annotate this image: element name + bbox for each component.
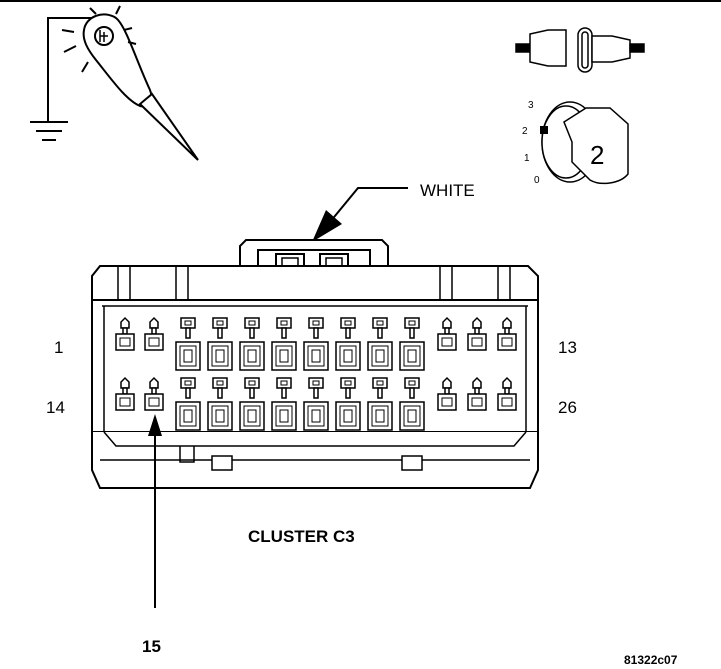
pin-21	[335, 377, 361, 431]
pin-label-14: 14	[46, 398, 65, 417]
pin-label-13: 13	[558, 338, 577, 357]
test-light-icon	[61, 5, 199, 161]
callout-pin-15: 15	[142, 637, 161, 656]
pin-10	[399, 317, 425, 371]
figure-code: 81322c07	[624, 653, 678, 667]
connector-title: CLUSTER C3	[248, 527, 355, 546]
pin-25	[467, 376, 487, 411]
pin-3	[175, 317, 201, 371]
pin-7	[303, 317, 329, 371]
connector-pins	[115, 316, 517, 431]
pin-15	[144, 376, 164, 411]
fuse-icon	[515, 27, 645, 73]
pin-4	[207, 317, 233, 371]
pin-16	[175, 377, 201, 431]
ignition-position-3: 3	[528, 100, 534, 111]
pin-26	[497, 376, 517, 411]
pin-label-26: 26	[558, 398, 577, 417]
pin-8	[335, 317, 361, 371]
pin-6	[271, 317, 297, 371]
pin-22	[367, 377, 393, 431]
color-callout: WHITE	[312, 181, 475, 242]
pin-23	[399, 377, 425, 431]
pin-11	[437, 316, 457, 351]
pin-19	[271, 377, 297, 431]
pin-5	[239, 317, 265, 371]
pin-24	[437, 376, 457, 411]
pin-12	[467, 316, 487, 351]
ignition-position-1: 1	[524, 153, 530, 164]
ignition-position-2: 2	[522, 126, 528, 137]
pin-1	[115, 316, 135, 351]
ground-icon	[30, 17, 98, 141]
pin-13	[497, 316, 517, 351]
pin-9	[367, 317, 393, 371]
pin-2	[144, 316, 164, 351]
pin-label-1: 1	[54, 338, 63, 357]
ignition-key-icon: 3 2 1 0 2	[522, 100, 629, 186]
pin-18	[239, 377, 265, 431]
pin-15-callout	[148, 414, 162, 608]
pin-17	[207, 377, 233, 431]
ignition-position-0: 0	[534, 175, 540, 186]
pin-14	[115, 376, 135, 411]
white-label: WHITE	[420, 181, 475, 200]
ignition-key-position: 2	[590, 140, 604, 170]
pin-20	[303, 377, 329, 431]
